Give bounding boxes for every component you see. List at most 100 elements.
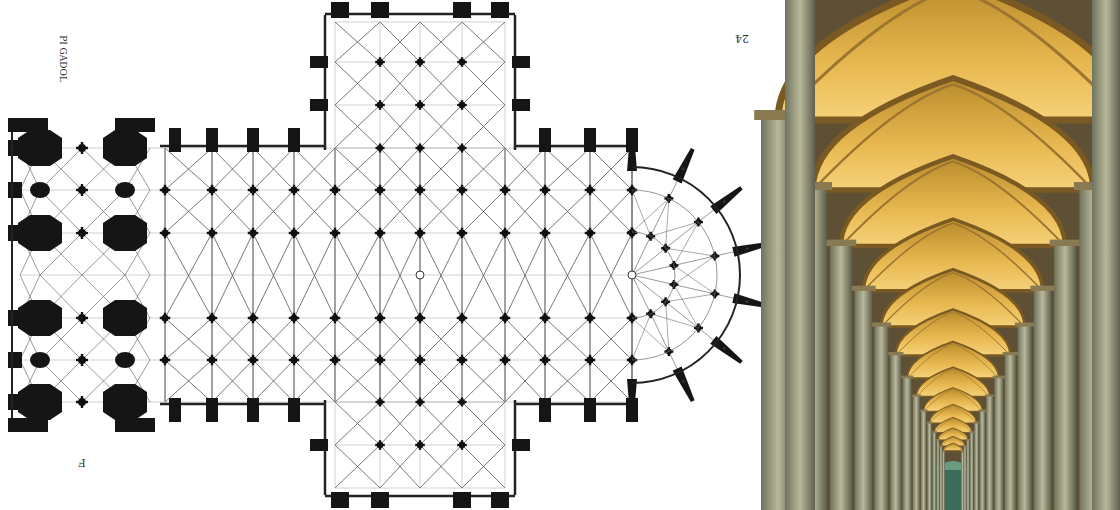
rib-line: [20, 360, 632, 361]
pillar: [903, 376, 912, 510]
pillar: [1005, 353, 1016, 510]
rib-line: [324, 15, 327, 150]
rib-line: [335, 488, 505, 489]
pillar: [964, 445, 967, 510]
rib-line: [253, 190, 294, 233]
rib-line: [651, 222, 699, 236]
pillar: [1092, 0, 1120, 510]
rib-line: [165, 233, 212, 318]
rib-line: [160, 145, 325, 148]
buttress: [331, 492, 349, 508]
rib-line: [666, 248, 715, 256]
pier: [419, 144, 421, 153]
rib-line: [420, 105, 462, 148]
rib-line: [420, 190, 462, 233]
rib-line: [335, 402, 380, 445]
capital: [901, 376, 913, 379]
rib-line: [674, 222, 699, 265]
pier: [81, 354, 83, 366]
rib-line: [420, 402, 462, 445]
rib-line: [294, 148, 335, 190]
rib-line: [462, 105, 505, 148]
rib-line: [294, 148, 335, 190]
chapel-mark: [723, 347, 726, 350]
rib-line: [462, 445, 505, 488]
buttress: [247, 398, 259, 422]
buttress: [169, 128, 181, 152]
chapel-mark: [682, 380, 685, 383]
rib-line: [335, 233, 380, 318]
rib-line: [20, 190, 632, 191]
nave-photo: [754, 0, 1120, 510]
capital: [969, 431, 974, 433]
pier: [252, 313, 254, 324]
rib-line: [380, 360, 420, 402]
chapel-mark: [746, 300, 749, 303]
rib-line: [11, 125, 13, 425]
rib-line: [380, 402, 381, 488]
rib-line: [632, 190, 651, 236]
rib-line: [590, 233, 632, 318]
rib-line: [462, 402, 505, 445]
rib-line: [420, 22, 462, 62]
rib-line: [420, 105, 462, 148]
pier: [164, 228, 166, 239]
pier: [544, 228, 546, 239]
buttress: [310, 56, 328, 68]
pillar: [936, 439, 939, 510]
rib-line: [294, 190, 335, 233]
rib-line: [253, 318, 294, 360]
rib-line: [420, 22, 462, 62]
tower-pier: [103, 215, 147, 251]
rib-line: [632, 178, 679, 275]
tower-pier: [18, 215, 62, 251]
rib-line: [335, 318, 380, 360]
rib-line: [380, 445, 420, 488]
pier: [589, 313, 591, 324]
rib-line: [380, 233, 420, 318]
chapel-mark: [682, 167, 685, 170]
buttress: [584, 398, 596, 422]
pier: [419, 440, 421, 450]
rib-line: [335, 22, 380, 62]
pier: [589, 185, 591, 196]
rib-line: [380, 190, 420, 233]
pillar: [921, 410, 927, 510]
rib-line: [462, 233, 505, 318]
buttress: [310, 99, 328, 111]
chapel-mark: [723, 200, 726, 203]
rib-line: [462, 360, 505, 402]
vault-arch: [943, 443, 962, 451]
rib-line: [294, 360, 335, 402]
pier: [544, 355, 546, 366]
capital: [936, 439, 940, 441]
rib-line: [505, 318, 545, 360]
rib-line: [380, 22, 420, 62]
rib-line: [165, 318, 212, 360]
tower-pier: [18, 300, 62, 336]
rib-line: [545, 318, 590, 360]
crossing-mark: [416, 271, 424, 279]
rib-line: [420, 360, 462, 402]
rib-line: [253, 360, 294, 402]
rib-line: [514, 15, 517, 150]
rib-line: [335, 105, 380, 148]
rib-line: [420, 62, 462, 105]
rib-line: [335, 445, 380, 488]
rib-line: [590, 148, 632, 190]
rib-line: [545, 318, 590, 360]
pillar: [970, 432, 974, 510]
buttress: [8, 310, 22, 326]
rib-line: [651, 314, 699, 328]
rib-line: [462, 190, 505, 233]
radiating-buttress: [627, 135, 637, 171]
rib-line: [165, 148, 212, 190]
pier: [419, 185, 421, 196]
pier: [379, 355, 381, 366]
rib-line: [380, 105, 420, 148]
rib-line: [253, 233, 294, 318]
rib-line: [462, 62, 505, 105]
vault-rib: [953, 444, 963, 451]
rib-line: [505, 360, 545, 402]
